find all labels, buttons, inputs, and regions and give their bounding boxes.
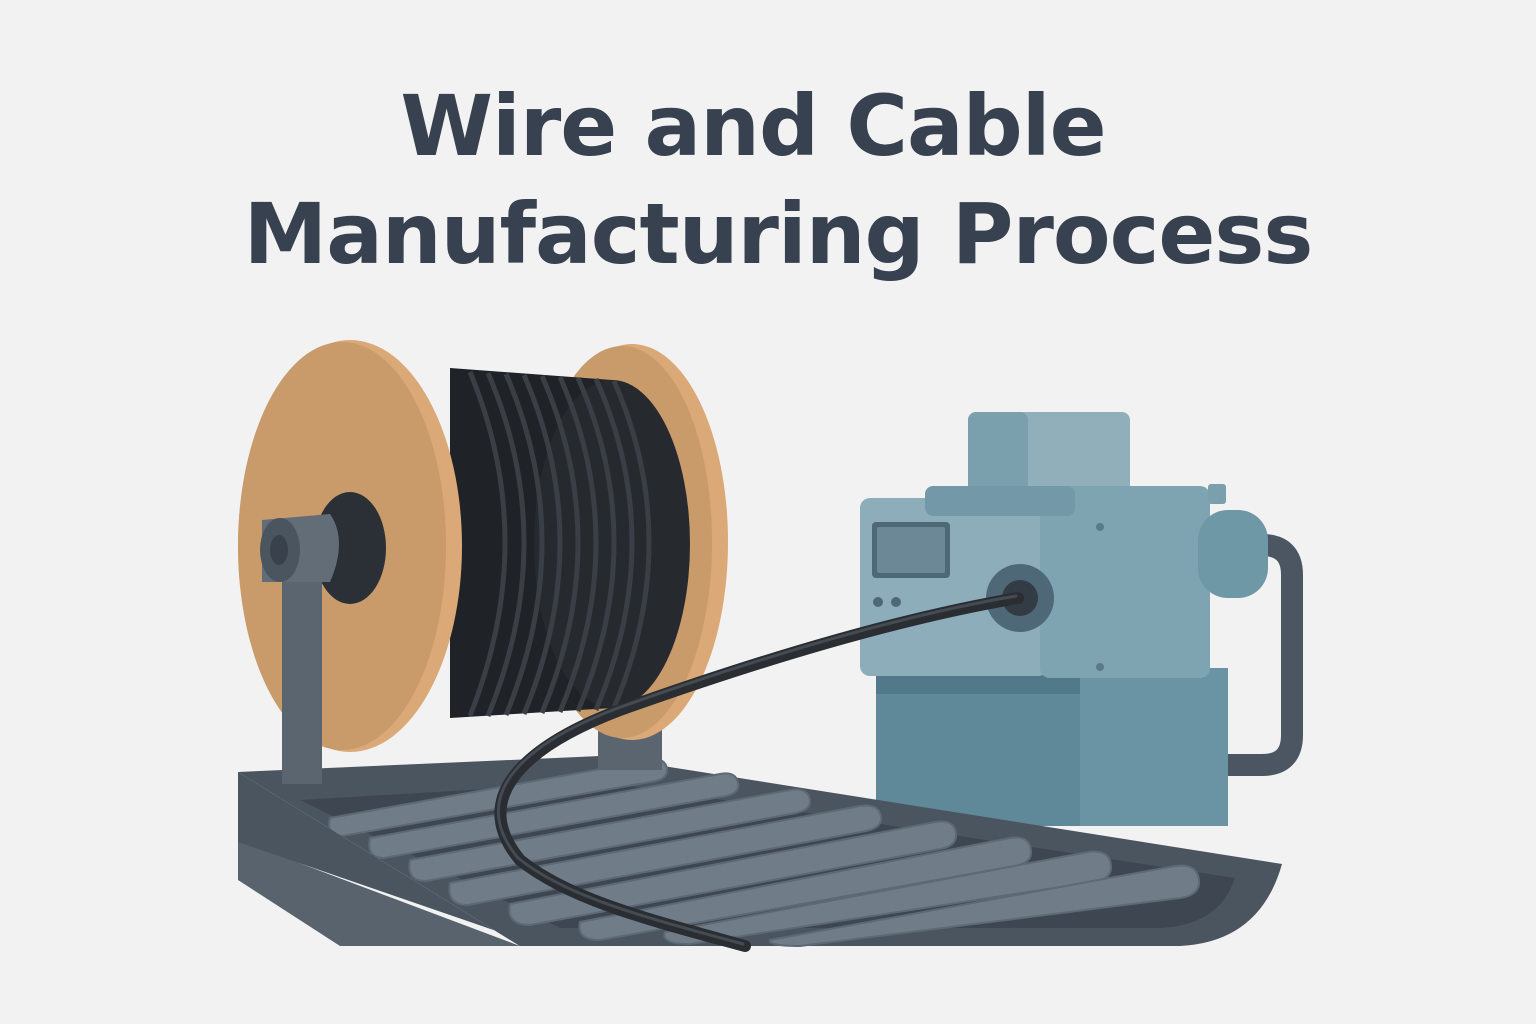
extruder-machine-illustration (860, 412, 1303, 826)
title-line-1: Wire and Cable (400, 77, 1106, 175)
cable-spool-illustration (238, 340, 728, 784)
title-line-2: Manufacturing Process (243, 185, 1314, 283)
page-title: Wire and Cable Manufacturing Process (0, 72, 1536, 288)
